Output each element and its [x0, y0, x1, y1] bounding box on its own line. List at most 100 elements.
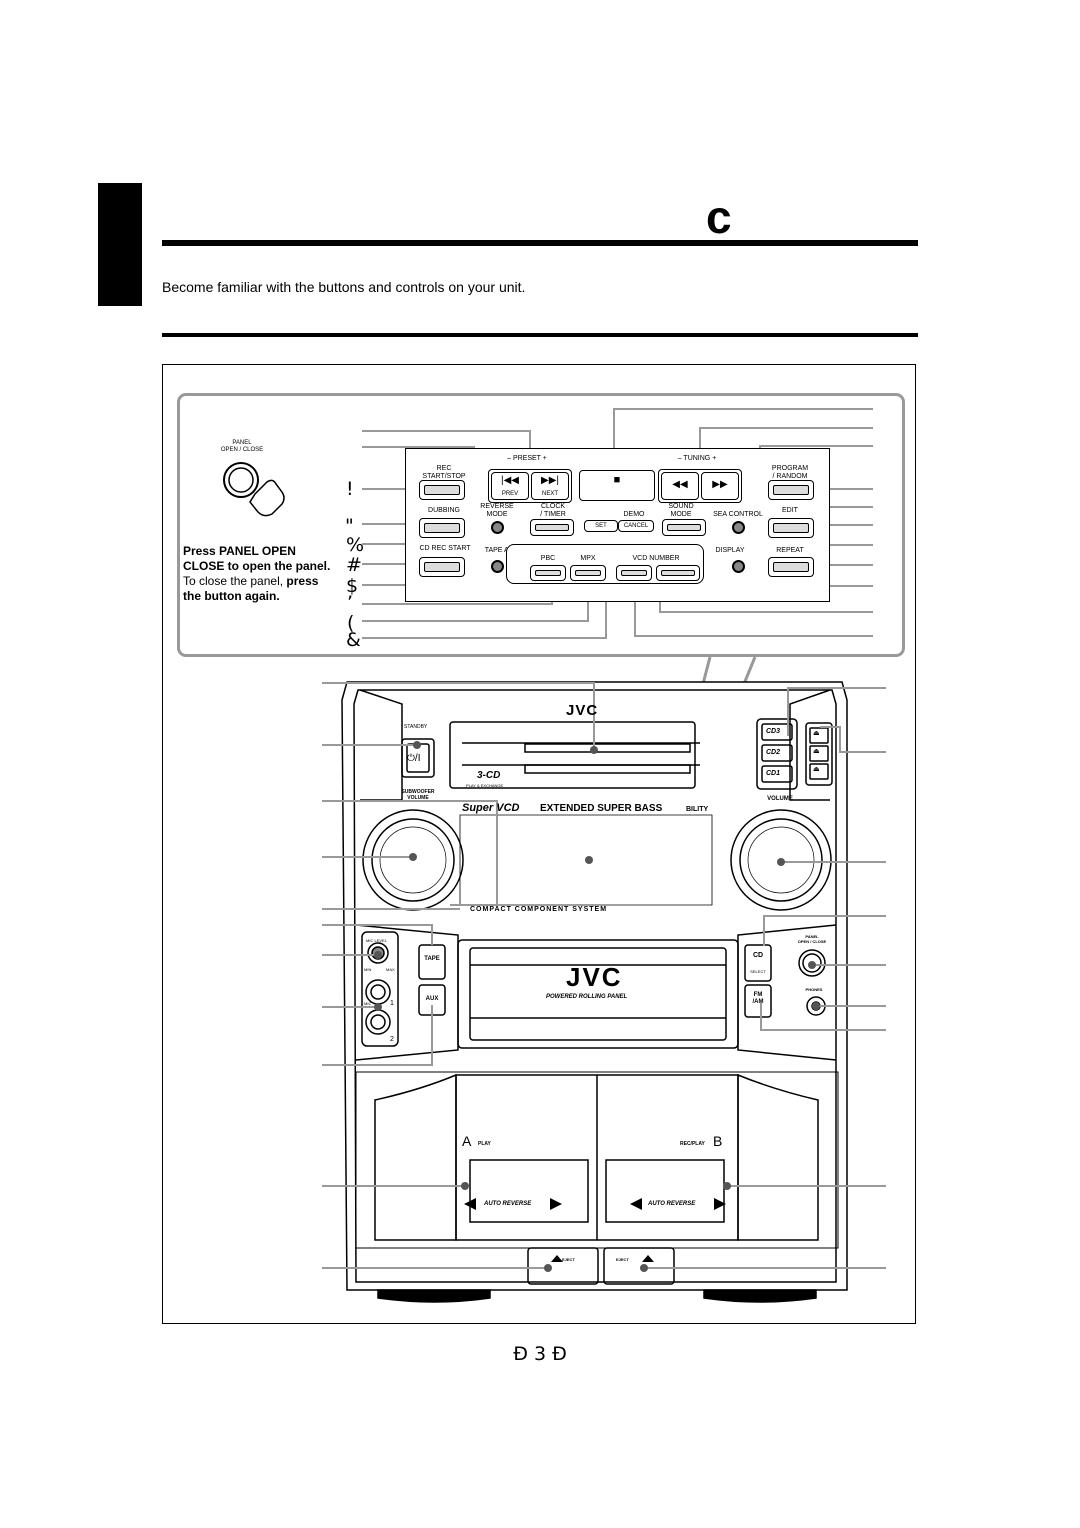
intro-text: Become familiar with the buttons and con…: [162, 279, 526, 295]
instruction-line-3a: To close the panel,: [183, 574, 284, 588]
auto-reverse-b-label: AUTO REVERSE: [648, 1201, 696, 1207]
callout-marker-3: %: [346, 534, 365, 556]
eject-cd3-icon[interactable]: ⏏: [813, 730, 820, 737]
stop-icon: ■: [613, 474, 621, 486]
standby-label: STANDBY: [404, 724, 428, 730]
rewind-icon: ◀◀: [672, 479, 688, 490]
fm-am-button[interactable]: FM /AM: [752, 992, 764, 1005]
diagram-frame: [162, 364, 916, 1324]
instruction-line-4: the button again.: [183, 589, 280, 603]
prev-button[interactable]: |◀◀ PREV: [491, 472, 529, 500]
callout-marker-6: ’: [347, 592, 354, 614]
eject-b-button[interactable]: EJECT: [616, 1257, 629, 1262]
cd-rec-start-button[interactable]: [419, 557, 465, 577]
eject-a-button[interactable]: EJECT: [562, 1257, 575, 1262]
play-label: PLAY: [478, 1141, 491, 1147]
edit-button[interactable]: [768, 518, 814, 538]
callout-marker-4: #: [346, 554, 362, 576]
callout-marker-2: ": [345, 515, 354, 537]
eject-cd1-icon[interactable]: ⏏: [813, 766, 820, 773]
clock-timer-button[interactable]: [530, 519, 574, 536]
mic-min-label: MIN: [364, 967, 372, 972]
sound-mode-button[interactable]: [662, 519, 706, 536]
callout-marker-1: !: [346, 478, 354, 500]
cd1-button[interactable]: CD1: [766, 770, 781, 777]
pbc-label: PBC: [540, 555, 556, 562]
mpx-button[interactable]: [570, 565, 606, 581]
reverse-mode-button[interactable]: [491, 521, 504, 534]
preset-label: – PRESET +: [507, 455, 547, 462]
panel-open-close-label: PANEL OPEN / CLOSE: [220, 440, 264, 453]
volume-label: VOLUME: [767, 796, 793, 802]
tape-ab-button[interactable]: [491, 560, 504, 573]
next-label: NEXT: [541, 491, 558, 497]
display-label: DISPLAY: [715, 547, 745, 554]
set-label: SET: [595, 523, 607, 529]
clock-timer-label: CLOCK / TIMER: [540, 503, 566, 518]
deck-b-label: B: [713, 1133, 723, 1149]
powered-rolling-panel-label: POWERED ROLLING PANEL: [546, 994, 628, 1000]
repeat-button[interactable]: [768, 557, 814, 577]
mic-2-label: 2: [390, 1036, 394, 1043]
compact-component-system-label: COMPACT COMPONENT SYSTEM: [470, 906, 608, 913]
set-button[interactable]: SET: [584, 520, 618, 532]
cd-button[interactable]: CD: [752, 952, 764, 959]
fast-forward-icon: ▶▶: [712, 479, 728, 490]
rec-play-label: REC/PLAY: [680, 1141, 705, 1147]
front-control-panel: – PRESET + – TUNING + REC START/STOP PRO…: [405, 448, 830, 602]
sea-control-button[interactable]: [732, 521, 745, 534]
super-vcd-logo: Super VCD: [462, 802, 520, 814]
title-rule: [162, 240, 918, 246]
dubbing-label: DUBBING: [428, 507, 460, 514]
tape-ab-label: TAPE A/B: [484, 547, 516, 554]
auto-reverse-a-label: AUTO REVERSE: [484, 1201, 532, 1207]
dubbing-button[interactable]: [419, 518, 465, 538]
vcd-number-label: VCD NUMBER: [632, 555, 680, 562]
edit-label: EDIT: [782, 507, 798, 514]
power-button[interactable]: ⏻/I: [407, 753, 421, 764]
aux-button[interactable]: AUX: [425, 996, 439, 1002]
demo-label: DEMO: [623, 511, 645, 518]
panel-instructions: Press PANEL OPEN CLOSE to open the panel…: [183, 544, 351, 604]
rec-start-stop-button[interactable]: [419, 480, 465, 500]
repeat-label: REPEAT: [776, 547, 804, 554]
display-button[interactable]: [732, 560, 745, 573]
sound-mode-label: SOUND MODE: [668, 503, 694, 518]
cd-select-label: SELECT: [750, 969, 766, 974]
section-rule: [162, 333, 918, 337]
section-title: c: [706, 191, 732, 243]
instruction-line-1: Press PANEL OPEN: [183, 544, 296, 558]
cd2-button[interactable]: CD2: [766, 749, 781, 756]
rec-start-stop-label: REC START/STOP: [422, 465, 466, 480]
cd-rec-start-label: CD REC START: [419, 545, 471, 552]
mic-max-label: MAX: [386, 967, 395, 972]
reverse-mode-label: REVERSE MODE: [480, 503, 514, 518]
mic-1-label: 1: [390, 1000, 394, 1007]
tuning-up-button[interactable]: ▶▶: [701, 472, 739, 500]
tuning-label: – TUNING +: [677, 455, 717, 462]
sea-control-label: SEA CONTROL: [713, 511, 763, 518]
cd3-button[interactable]: CD3: [766, 728, 781, 735]
prev-label: PREV: [501, 491, 519, 497]
extended-super-bass-logo: EXTENDED SUPER BASS: [540, 803, 663, 814]
stop-button[interactable]: ■: [579, 470, 655, 501]
brand-logo-top: JVC: [566, 702, 599, 719]
cancel-button[interactable]: CANCEL: [618, 520, 654, 532]
vcd-number-button-1[interactable]: [616, 565, 652, 581]
section-tab: [98, 183, 142, 306]
three-cd-logo: 3-CD: [477, 770, 501, 781]
pbc-button[interactable]: [530, 565, 566, 581]
program-random-button[interactable]: [768, 480, 814, 500]
callout-marker-5: $: [346, 575, 359, 597]
tape-button[interactable]: TAPE: [424, 956, 440, 962]
vcd-number-button-2[interactable]: [656, 565, 700, 581]
brand-logo-panel: JVC: [566, 962, 623, 992]
instruction-line-2: CLOSE to open the panel.: [183, 559, 331, 573]
panel-button-illustration: [223, 462, 285, 517]
program-random-label: PROGRAM / RANDOM: [771, 465, 809, 480]
prev-icon: |◀◀: [501, 475, 519, 486]
next-button[interactable]: ▶▶| NEXT: [531, 472, 569, 500]
tuning-down-button[interactable]: ◀◀: [661, 472, 699, 500]
eject-cd2-icon[interactable]: ⏏: [813, 748, 820, 755]
